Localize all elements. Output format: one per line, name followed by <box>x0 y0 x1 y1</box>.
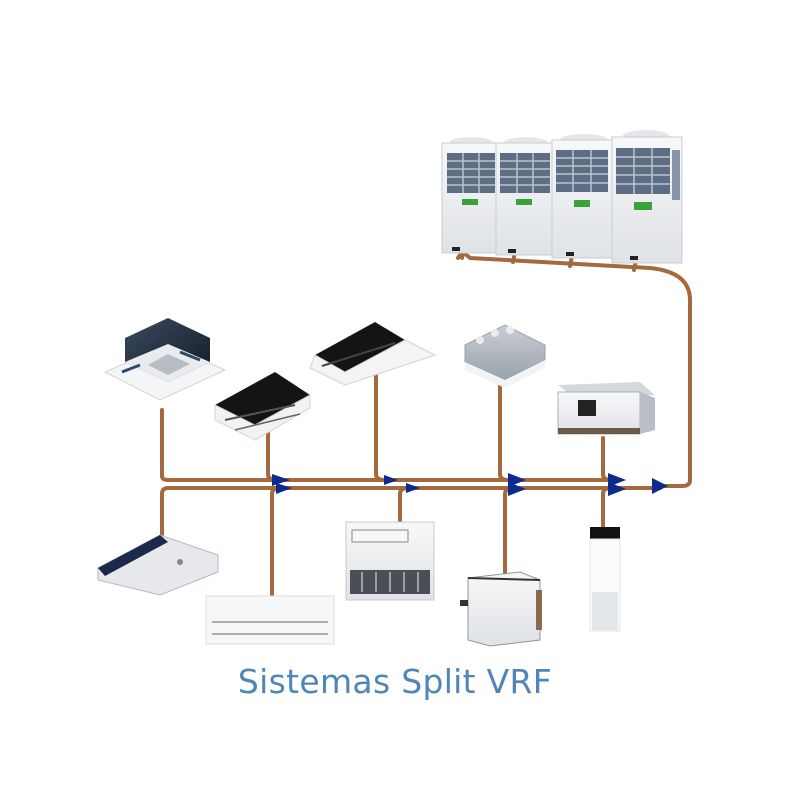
branch-joint-icon <box>508 473 526 487</box>
branch-joint-icon <box>384 475 398 485</box>
outdoor-unit <box>551 134 617 259</box>
outdoor-unit <box>441 137 503 254</box>
indoor-unit-1-way-cassette <box>214 372 311 441</box>
lower-main-pipe <box>160 486 662 562</box>
indoor-unit-floor-standing <box>345 521 435 601</box>
branch-down-3 <box>398 486 410 522</box>
branch-joint-icon <box>276 483 292 494</box>
branch-up-4 <box>498 373 510 482</box>
branch-down-2 <box>270 486 282 602</box>
branch-joint-icon <box>508 482 526 496</box>
indoor-unit-ducted <box>464 324 546 388</box>
upper-main-pipe <box>160 408 612 482</box>
branch-joint-icon <box>608 482 626 496</box>
branch-joint-icon <box>652 478 668 494</box>
outdoor-unit <box>495 137 559 256</box>
indoor-unit-wall-mounted <box>205 595 335 645</box>
diagram-title: Sistemas Split VRF <box>237 662 553 701</box>
branch-up-2 <box>266 428 278 482</box>
indoor-unit-2-way-cassette <box>309 322 437 386</box>
branch-down-4 <box>503 486 515 577</box>
branch-joints <box>272 473 668 496</box>
wired-controller <box>589 527 621 632</box>
indoor-unit-high-static-duct <box>557 382 655 435</box>
branch-up-3 <box>374 368 386 482</box>
outdoor-unit-array <box>441 130 683 264</box>
branch-joint-icon <box>272 474 290 486</box>
indoor-unit-ceiling-floor <box>97 534 219 596</box>
branch-joint-icon <box>406 483 420 493</box>
indoor-unit-floor-concealed <box>460 571 542 647</box>
indoor-unit-4-way-cassette <box>103 318 227 401</box>
outdoor-unit <box>611 130 683 264</box>
branch-joint-icon <box>608 473 626 487</box>
